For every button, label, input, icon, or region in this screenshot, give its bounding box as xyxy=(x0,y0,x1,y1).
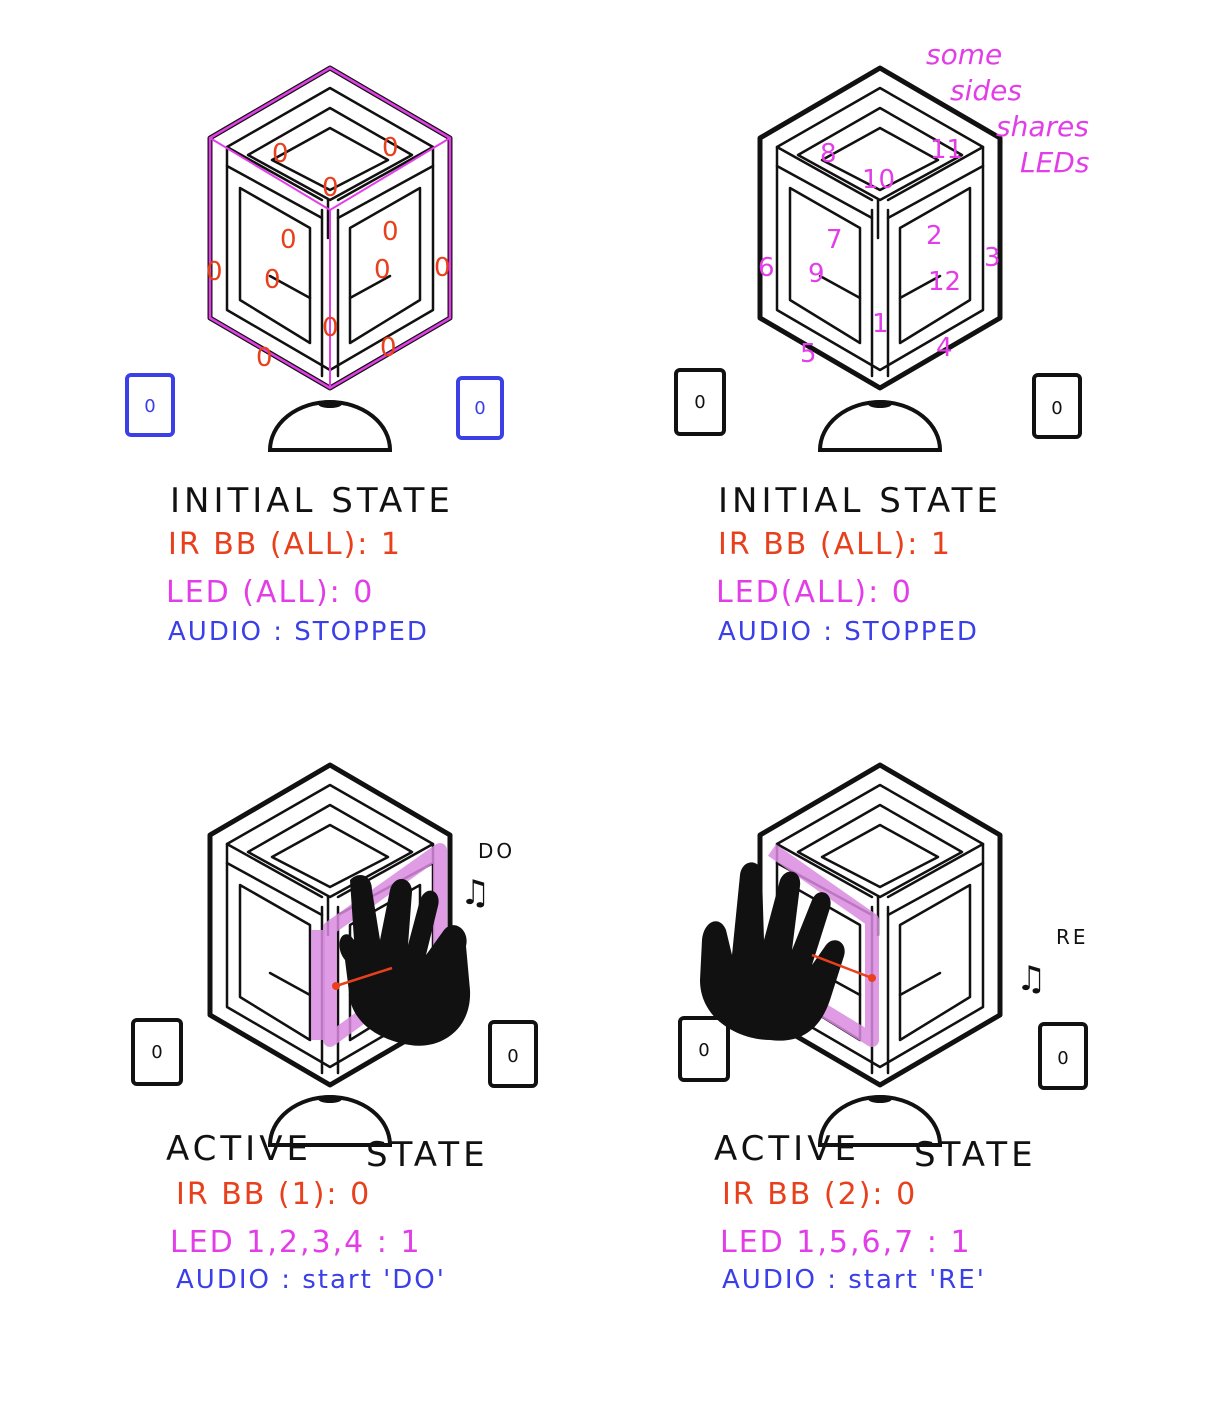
music-note-icon: ♫ xyxy=(460,873,490,913)
annotation-line: sides xyxy=(950,74,1022,107)
state-title-state: STATE xyxy=(914,1135,1037,1175)
edge-number: 2 xyxy=(926,221,943,251)
ir-zero: 0 xyxy=(206,257,223,287)
speaker-left xyxy=(125,373,175,437)
ir-beam xyxy=(335,966,393,988)
speaker-right-label: 0 xyxy=(507,1046,518,1067)
ir-status: IR BB (ALL): 1 xyxy=(168,527,402,562)
ir-zero: 0 xyxy=(256,343,273,373)
led-status: LED 1,5,6,7 : 1 xyxy=(720,1225,972,1260)
speaker-right xyxy=(488,1020,538,1088)
edge-number: 10 xyxy=(862,165,895,195)
speaker-left-label: 0 xyxy=(144,396,155,417)
speaker-right xyxy=(1032,373,1082,439)
annotation-line: LEDs xyxy=(1020,146,1089,179)
led-status: LED 1,2,3,4 : 1 xyxy=(170,1225,422,1260)
speaker-left-label: 0 xyxy=(151,1042,162,1063)
audio-status: AUDIO : STOPPED xyxy=(168,617,429,647)
audio-status: AUDIO : start 'DO' xyxy=(176,1265,446,1295)
ir-markers: 0 0 0 0 0 0 0 0 0 0 0 0 xyxy=(206,133,451,373)
edge-number: 1 xyxy=(872,309,889,339)
edge-number: 8 xyxy=(820,139,837,169)
edge-number: 6 xyxy=(758,253,775,283)
state-title-state: STATE xyxy=(366,1135,489,1175)
speaker-right-label: 0 xyxy=(1057,1048,1068,1069)
led-status: LED(ALL): 0 xyxy=(716,575,913,610)
annotation-note: some sides shares LEDs xyxy=(926,38,1089,179)
state-title-active: ACTIVE xyxy=(166,1129,312,1169)
ir-beam xyxy=(811,953,873,980)
edge-numbers: 8 11 10 7 2 3 6 9 12 1 5 4 xyxy=(758,135,1001,369)
ir-zero: 0 xyxy=(382,133,399,163)
speaker-left xyxy=(678,1016,730,1082)
speaker-right-label: 0 xyxy=(1051,398,1062,419)
panel-active-state-do: DO ♫ 0 0 ACTIVE STATE IR BB (1): 0 LED 1… xyxy=(131,765,538,1295)
led-outline-inner xyxy=(209,137,451,388)
note-label: DO xyxy=(478,839,515,863)
ir-status: IR BB (1): 0 xyxy=(176,1177,371,1212)
music-note-icon: ♫ xyxy=(1016,959,1046,999)
edge-number: 11 xyxy=(930,135,963,165)
ir-status: IR BB (ALL): 1 xyxy=(718,527,952,562)
speaker-right xyxy=(1038,1022,1088,1090)
dome-base xyxy=(818,398,942,452)
ir-zero: 0 xyxy=(322,313,339,343)
edge-number: 12 xyxy=(928,267,961,297)
audio-status: AUDIO : start 'RE' xyxy=(722,1265,986,1295)
ir-sensor-dot xyxy=(332,982,340,990)
annotation-line: shares xyxy=(996,110,1089,143)
led-status: LED (ALL): 0 xyxy=(166,575,374,610)
speaker-left xyxy=(131,1018,183,1086)
audio-status: AUDIO : STOPPED xyxy=(718,617,979,647)
ir-zero: 0 xyxy=(382,217,399,247)
edge-number: 3 xyxy=(984,243,1001,273)
state-title-active: ACTIVE xyxy=(714,1129,860,1169)
ir-zero: 0 xyxy=(272,139,289,169)
edge-number: 7 xyxy=(826,225,843,255)
state-title: INITIAL STATE xyxy=(170,481,454,521)
ir-status: IR BB (2): 0 xyxy=(722,1177,917,1212)
edge-number: 9 xyxy=(808,259,825,289)
ir-zero: 0 xyxy=(434,253,451,283)
ir-zero: 0 xyxy=(374,255,391,285)
ir-zero: 0 xyxy=(322,173,339,203)
ir-zero: 0 xyxy=(380,333,397,363)
annotation-line: some xyxy=(926,38,1002,71)
edge-number: 5 xyxy=(800,339,817,369)
speaker-left-label: 0 xyxy=(694,392,705,413)
hand-icon xyxy=(700,862,845,1041)
ir-zero: 0 xyxy=(280,225,297,255)
dome-base xyxy=(268,398,392,452)
speaker-right-label: 0 xyxy=(474,398,485,419)
panel-initial-state-ir: 0 0 0 0 0 0 0 0 0 0 0 0 0 0 INITIAL STAT… xyxy=(125,68,504,647)
ir-sensor-dot xyxy=(868,974,876,982)
edge-number: 4 xyxy=(936,333,953,363)
panel-active-state-re: RE ♫ 0 0 ACTIVE STATE IR BB (2): 0 LED 1… xyxy=(678,765,1089,1295)
speaker-right xyxy=(456,376,504,440)
panel-initial-state-led: 8 11 10 7 2 3 6 9 12 1 5 4 some sides sh… xyxy=(674,38,1089,647)
ir-zero: 0 xyxy=(264,265,281,295)
hand-icon xyxy=(339,875,471,1046)
note-label: RE xyxy=(1056,925,1089,949)
cube-frame xyxy=(760,68,1000,388)
state-title: INITIAL STATE xyxy=(718,481,1002,521)
speaker-left-label: 0 xyxy=(698,1040,709,1061)
speaker-left xyxy=(674,368,726,436)
